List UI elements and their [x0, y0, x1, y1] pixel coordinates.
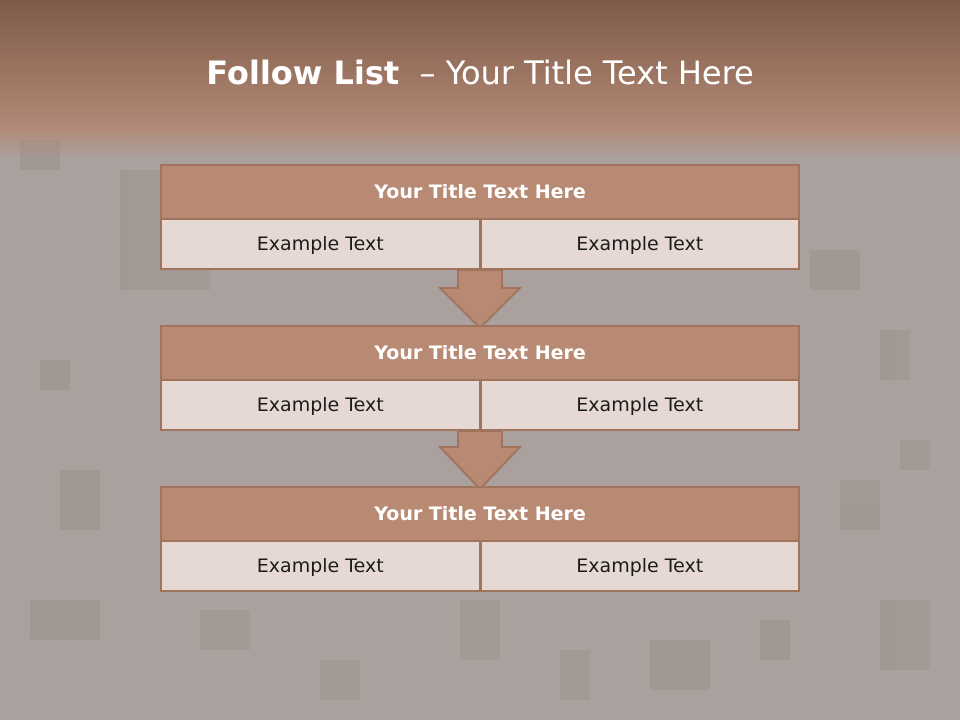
step-block-2: Your Title Text Here Example Text Exampl… — [160, 325, 800, 431]
step-block-1: Your Title Text Here Example Text Exampl… — [160, 164, 800, 270]
step-3-left-text: Example Text — [160, 542, 481, 592]
header-band — [0, 0, 960, 160]
step-3-right-text: Example Text — [480, 542, 800, 592]
step-2-left-text: Example Text — [160, 381, 481, 431]
slide-title: Follow List – Your Title Text Here — [0, 54, 960, 92]
step-1-right-text: Example Text — [480, 220, 800, 270]
down-arrow-icon — [438, 431, 522, 491]
down-arrow-icon — [438, 270, 522, 330]
step-title-1: Your Title Text Here — [160, 164, 800, 220]
step-2-right-text: Example Text — [480, 381, 800, 431]
slide-title-bold: Follow List — [206, 54, 400, 92]
step-title-3: Your Title Text Here — [160, 486, 800, 542]
step-title-2: Your Title Text Here — [160, 325, 800, 381]
step-1-left-text: Example Text — [160, 220, 481, 270]
slide-title-rest: – Your Title Text Here — [399, 54, 754, 92]
step-block-3: Your Title Text Here Example Text Exampl… — [160, 486, 800, 592]
